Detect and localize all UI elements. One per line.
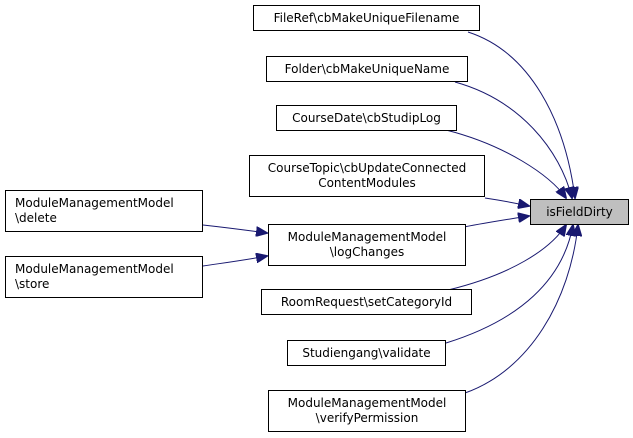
node-modulemanagementmodel-store[interactable]: ModuleManagementModel \store <box>5 256 203 298</box>
edge-roomrequest-to-target <box>447 225 566 291</box>
edge-coursetopic-to-target <box>484 197 529 206</box>
node-studiengang-validate[interactable]: Studiengang\validate <box>287 340 446 366</box>
node-folder-cbmakeuniquename[interactable]: Folder\cbMakeUniqueName <box>266 56 468 82</box>
node-label-line-2: ContentModules <box>318 176 416 190</box>
node-isfielddirty-label: isFieldDirty <box>546 204 613 219</box>
node-modulemanagementmodel-verifypermission[interactable]: ModuleManagementModel \verifyPermission <box>268 390 466 432</box>
edge-delete-to-logchanges <box>202 224 267 233</box>
node-label-line-1: ModuleManagementModel <box>15 262 174 276</box>
edge-coursedate-to-target <box>445 129 566 198</box>
node-label: CourseDate\cbStudipLog <box>292 110 441 125</box>
node-label-line-2: \store <box>15 277 50 291</box>
node-label: RoomRequest\setCategoryId <box>280 294 453 309</box>
node-label-line-2: \verifyPermission <box>315 411 419 425</box>
edge-folder-to-target <box>454 81 572 198</box>
node-label-line-1: CourseTopic\cbUpdateConnected <box>267 161 467 175</box>
node-modulemanagementmodel-logchanges[interactable]: ModuleManagementModel \logChanges <box>268 224 466 266</box>
node-modulemanagementmodel-delete[interactable]: ModuleManagementModel \delete <box>5 190 203 232</box>
node-isfielddirty: isFieldDirty <box>530 199 629 225</box>
edge-fileref-to-target <box>467 31 575 198</box>
node-label: Studiengang\validate <box>302 345 431 360</box>
node-coursetopic-cbupdateconnectedcontentmodules[interactable]: CourseTopic\cbUpdateConnected ContentMod… <box>249 155 485 197</box>
edge-store-to-logchanges <box>202 256 267 267</box>
node-roomrequest-setcategoryid[interactable]: RoomRequest\setCategoryId <box>261 289 472 315</box>
node-label-line-2: \delete <box>15 211 57 225</box>
node-label: FileRef\cbMakeUniqueFilename <box>273 10 460 25</box>
edge-logchanges-to-target <box>463 216 529 228</box>
node-label: Folder\cbMakeUniqueName <box>284 61 450 76</box>
node-label-line-1: ModuleManagementModel <box>15 196 174 210</box>
node-coursedate-cbstudiplog[interactable]: CourseDate\cbStudipLog <box>276 105 457 131</box>
node-fileref-cbmakeuniquefilename[interactable]: FileRef\cbMakeUniqueFilename <box>253 5 480 31</box>
node-label-line-1: ModuleManagementModel <box>287 230 447 244</box>
edge-studiengang-to-target <box>445 225 573 344</box>
edge-verify-to-target <box>464 225 578 394</box>
node-label-line-1: ModuleManagementModel <box>287 396 447 410</box>
node-label-line-2: \logChanges <box>329 245 405 259</box>
